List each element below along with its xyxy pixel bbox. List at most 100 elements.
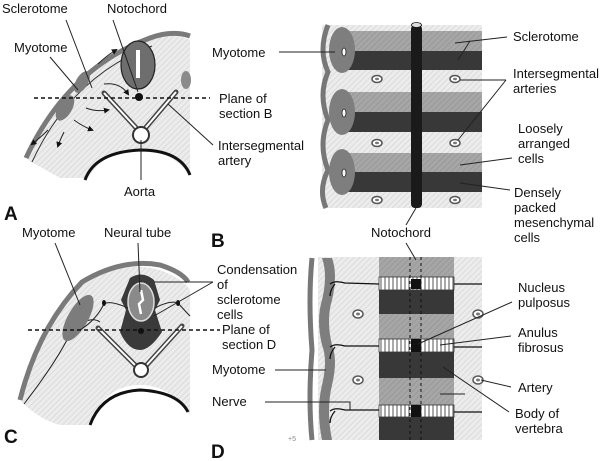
label-notochord: Notochord <box>107 1 167 16</box>
artery-ring <box>449 74 461 84</box>
surface-ectoderm <box>307 257 315 441</box>
label-condensation-line2: of <box>217 277 228 292</box>
label-loose-line3: cells <box>518 151 545 166</box>
label-body-line2: vertebra <box>515 421 563 436</box>
label-plane-d-line2: section D <box>222 337 276 352</box>
nerve-branch <box>329 283 336 297</box>
leader-nerve <box>265 401 351 410</box>
leader-sclerotome <box>454 36 508 44</box>
gut-outline <box>88 388 190 426</box>
panel-d: Myotome Nerve Nucleus pulposus Anulus fi… <box>211 242 571 461</box>
leader-neural-tube <box>137 242 141 293</box>
label-notochord: Notochord <box>371 225 431 240</box>
label-myotome: Myotome <box>14 40 67 55</box>
label-myotome: Myotome <box>22 225 75 240</box>
nerve-branch <box>329 346 336 360</box>
label-dense-line2: packed <box>514 200 556 215</box>
leader-notochord <box>112 19 139 93</box>
somite-1 <box>329 27 482 73</box>
neural-lumen <box>136 50 140 78</box>
myotome-core <box>341 47 347 57</box>
artery-ring <box>371 195 383 205</box>
label-arteries-line2: arteries <box>513 81 557 96</box>
artery-ring <box>352 375 364 385</box>
leader-arteries-2 <box>457 79 507 141</box>
label-plane-d-line1: Plane of <box>222 322 270 337</box>
aorta <box>133 362 149 378</box>
artery-left-inner <box>97 327 139 369</box>
notochord-dot <box>135 93 143 101</box>
leader-loose <box>459 157 513 166</box>
label-nucleus-line2: pulposus <box>518 295 571 310</box>
somite-2 <box>329 89 482 135</box>
nerve <box>329 344 379 348</box>
label-plane-b-line1: Plane of <box>219 91 267 106</box>
dense-band <box>379 352 454 378</box>
artery-ring <box>371 138 383 148</box>
label-nerve: Nerve <box>212 394 247 409</box>
label-body-line1: Body of <box>515 406 559 421</box>
panel-b: Myotome Sclerotome Intersegmental arteri… <box>211 22 599 252</box>
artery-ring <box>449 138 461 148</box>
leader-sclerotome-2 <box>457 40 471 61</box>
leader-body-1 <box>442 366 510 413</box>
artery-right-inner <box>143 325 183 369</box>
label-intersegmental-artery-line1: Intersegmental <box>218 138 304 153</box>
ganglion-left <box>102 300 106 306</box>
dense-band <box>379 290 454 314</box>
panel-letter-b: B <box>211 231 225 252</box>
notochord-top <box>411 22 422 28</box>
leader-artery <box>480 379 512 388</box>
label-anulus-line1: Anulus <box>518 325 558 340</box>
panel-letter-c: C <box>4 427 18 448</box>
dense-band <box>379 417 454 440</box>
vertebral-column <box>378 257 455 440</box>
notochord-dot <box>138 328 144 334</box>
surface-ectoderm <box>17 260 191 401</box>
surface-ectoderm <box>320 24 331 210</box>
panel-letter-d: D <box>211 442 225 461</box>
nerve <box>329 408 379 412</box>
artery-left-inner <box>103 92 141 133</box>
footnote-mark: +5 <box>288 436 296 443</box>
myotome-core <box>341 108 347 118</box>
label-artery: Artery <box>518 380 553 395</box>
myotome-core <box>341 168 347 178</box>
label-loose-line2: arranged <box>518 136 570 151</box>
leader-notochord-d <box>405 242 417 261</box>
leader-dense <box>459 182 511 191</box>
loose-band <box>379 314 454 339</box>
label-anulus-line2: fibrosus <box>518 340 564 355</box>
label-aorta: Aorta <box>124 184 156 199</box>
leader-sclerotome <box>65 19 93 89</box>
artery-ring <box>371 74 383 84</box>
myotome-lower <box>55 95 75 121</box>
arteries <box>352 309 484 385</box>
label-sclerotome: Sclerotome <box>2 1 68 16</box>
artery-ring <box>472 309 484 319</box>
label-dense-line1: Densely <box>514 185 561 200</box>
nucleus-pulposus <box>411 405 421 417</box>
artery-ring <box>352 309 364 319</box>
intersegmental-arteries <box>371 74 461 205</box>
label-condensation-line3: sclerotome <box>217 292 281 307</box>
notochord-rod <box>411 25 422 208</box>
label-plane-b-line2: section B <box>219 106 272 121</box>
leader-myotome <box>54 242 81 306</box>
label-dense-line4: cells <box>514 230 541 245</box>
label-condensation-line4: cells <box>217 307 244 322</box>
loose-band <box>379 257 454 277</box>
label-myotome: Myotome <box>212 45 265 60</box>
label-condensation-line1: Condensation <box>217 262 297 277</box>
panel-a: Sclerotome Notochord Myotome Plane of se… <box>2 1 304 225</box>
leader-condensation-2 <box>153 281 214 317</box>
nerve-branch <box>329 410 336 424</box>
label-arteries-line1: Intersegmental <box>513 66 599 81</box>
loose-band <box>379 378 454 405</box>
neural-canal <box>137 289 145 315</box>
artery-ring <box>449 195 461 205</box>
leader-myotome <box>49 56 79 91</box>
myotome-right <box>181 71 191 89</box>
label-myotome: Myotome <box>212 362 265 377</box>
